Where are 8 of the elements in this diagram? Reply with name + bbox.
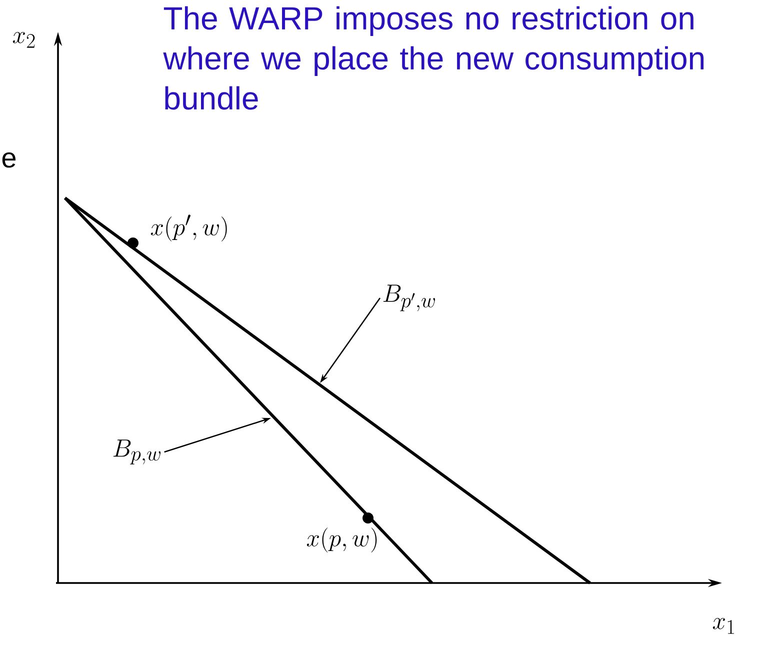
bundle-label: $x(p, w)$ bbox=[306, 528, 377, 552]
curve-label: $B_{p, w}$ bbox=[113, 440, 160, 464]
curve-label: $B_{p', w}$ bbox=[383, 284, 435, 312]
text-fragment: e bbox=[2, 152, 16, 168]
axis-label: $x_{2}$ bbox=[12, 32, 35, 48]
axis-label: $x_{1}$ bbox=[712, 618, 734, 634]
title: The WARP imposes no restriction on where we place the new consumption bundle bbox=[163, 6, 704, 110]
bundle-label: $x(p', w)$ bbox=[150, 214, 227, 242]
